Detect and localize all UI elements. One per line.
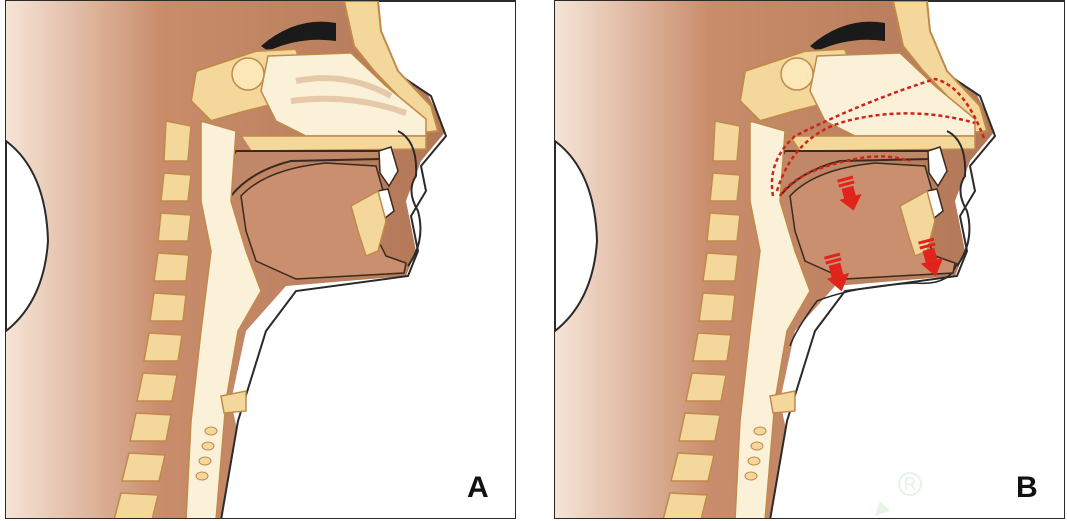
vertebra: [663, 493, 707, 519]
vertebra: [671, 453, 714, 481]
hard-palate: [790, 136, 975, 151]
vertebra: [164, 121, 191, 161]
sinus: [232, 58, 264, 90]
vertebra: [710, 173, 740, 201]
panel-b: B: [554, 0, 1065, 519]
vertebra: [699, 293, 735, 321]
vertebra: [122, 453, 165, 481]
panel-a: A: [5, 0, 516, 519]
panel-label-a: A: [467, 471, 489, 505]
sinus: [781, 58, 813, 90]
vertebra: [707, 213, 740, 241]
head-cross-section-a: [6, 1, 516, 519]
vertebra: [154, 253, 189, 281]
vertebra: [158, 213, 191, 241]
hard-palate: [241, 136, 426, 151]
vertebra: [693, 333, 731, 361]
vertebra: [150, 293, 186, 321]
vertebra: [137, 373, 177, 401]
vertebra: [144, 333, 182, 361]
vertebra: [130, 413, 171, 441]
head-cross-section-b: [555, 1, 1065, 519]
vertebra: [686, 373, 726, 401]
vertebra: [161, 173, 191, 201]
vertebra: [713, 121, 740, 161]
vertebra: [679, 413, 720, 441]
vertebra: [114, 493, 158, 519]
vertebra: [703, 253, 738, 281]
panel-label-b: B: [1016, 471, 1038, 505]
